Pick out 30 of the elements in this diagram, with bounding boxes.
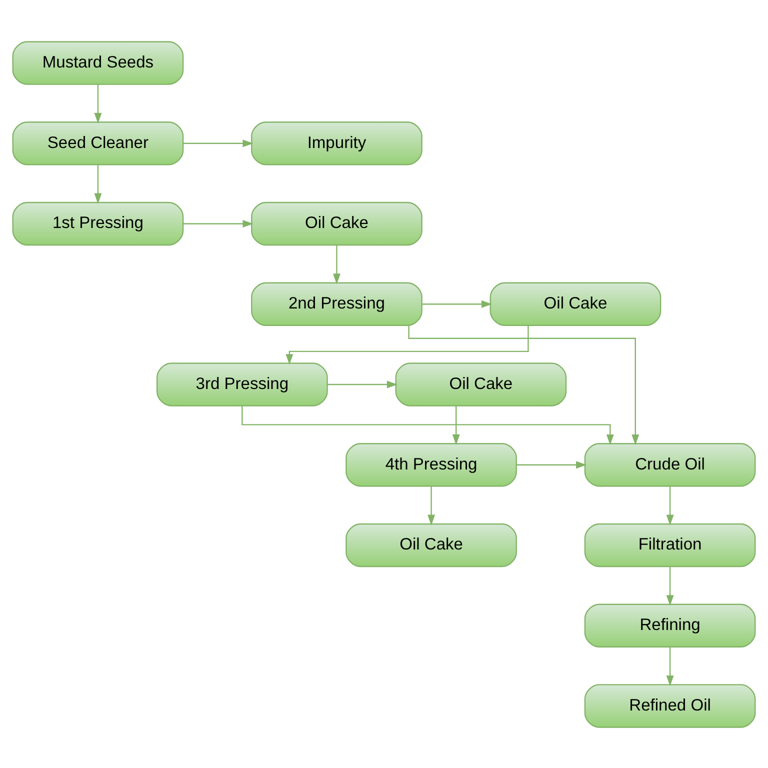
node-box: Crude Oil — [584, 442, 756, 486]
node-box: Refining — [584, 603, 756, 647]
node-box: Oil Cake — [490, 282, 662, 326]
arrow — [452, 406, 460, 445]
node-box: 3rd Pressing — [156, 362, 328, 406]
node-box: 4th Pressing — [346, 442, 517, 486]
arrow — [333, 244, 340, 284]
arrow — [286, 325, 529, 364]
arrow — [666, 646, 674, 686]
arrow — [242, 406, 614, 445]
arrow — [666, 486, 674, 525]
node-box: Oil Cake — [251, 201, 422, 246]
node-box: 2nd Pressing — [251, 282, 422, 326]
arrow — [327, 380, 398, 388]
node-box: Refined Oil — [584, 684, 756, 728]
node-box: Mustard Seeds — [12, 40, 184, 84]
arrow — [516, 460, 587, 468]
node-box: Seed Cleaner — [12, 121, 184, 165]
node-box: Filtration — [584, 522, 756, 567]
arrow — [666, 566, 674, 606]
node-box: Oil Cake — [395, 362, 567, 406]
node-box: Oil Cake — [346, 522, 517, 567]
arrow — [94, 84, 102, 124]
node-box: 1st Pressing — [12, 201, 184, 246]
arrow — [428, 486, 435, 525]
node-box: Impurity — [251, 121, 422, 165]
arrow — [94, 164, 102, 204]
arrow — [183, 139, 254, 147]
arrow — [183, 220, 254, 227]
arrow — [422, 300, 492, 308]
